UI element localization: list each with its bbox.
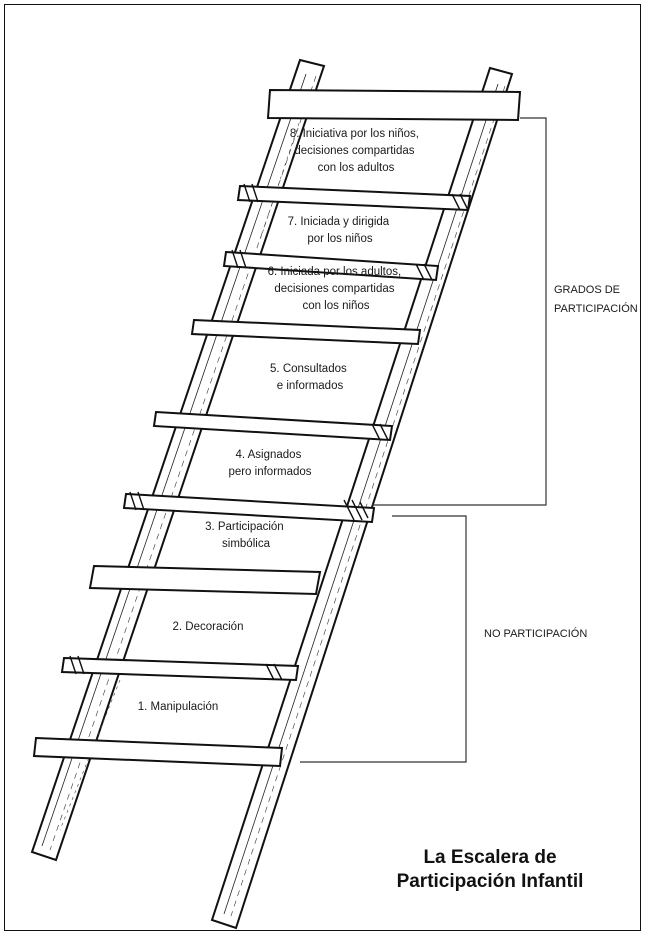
rung-plank-2 [88, 564, 322, 596]
rung-plank-8 [266, 88, 522, 122]
non-participation-label: NO PARTICIPACIÓN [484, 627, 587, 640]
rung-label-4: 4. Asignados pero informados [228, 449, 311, 478]
rung-labels: 8. Iniciativa por los niños, decisiones … [138, 128, 422, 713]
rung-planks [32, 88, 522, 768]
title-line-2: Participación Infantil [396, 871, 584, 892]
rung-plank-3 [122, 492, 376, 524]
rung-plank-5 [190, 318, 422, 346]
rope-knots [69, 183, 469, 681]
rung-plank-0 [32, 736, 284, 768]
participation-label: GRADOS DE PARTICIPACIÓN [554, 284, 638, 315]
rung-label-8: 8. Iniciativa por los niños, decisiones … [290, 128, 422, 174]
non-participation-bracket [300, 515, 467, 763]
rung-label-7: 7. Iniciada y dirigida por los niños [288, 216, 393, 245]
rung-plank-4 [152, 410, 394, 442]
rung-plank-6 [222, 250, 440, 282]
rung-label-5: 5. Consultados e informados [270, 363, 350, 392]
diagram-frame [4, 4, 641, 931]
right-rail [210, 66, 514, 930]
rung-plank-1 [60, 656, 300, 682]
rung-label-2: 2. Decoración [173, 621, 244, 633]
participation-bracket [372, 117, 547, 506]
rung-label-6: 6. Iniciada por los adultos, decisiones … [268, 266, 405, 312]
rung-label-3: 3. Participación simbólica [205, 521, 287, 550]
title-line-1: La Escalera de [423, 847, 557, 868]
diagram-title: La Escalera de Participación Infantil [360, 846, 620, 894]
rung-label-1: 1. Manipulación [138, 701, 219, 713]
